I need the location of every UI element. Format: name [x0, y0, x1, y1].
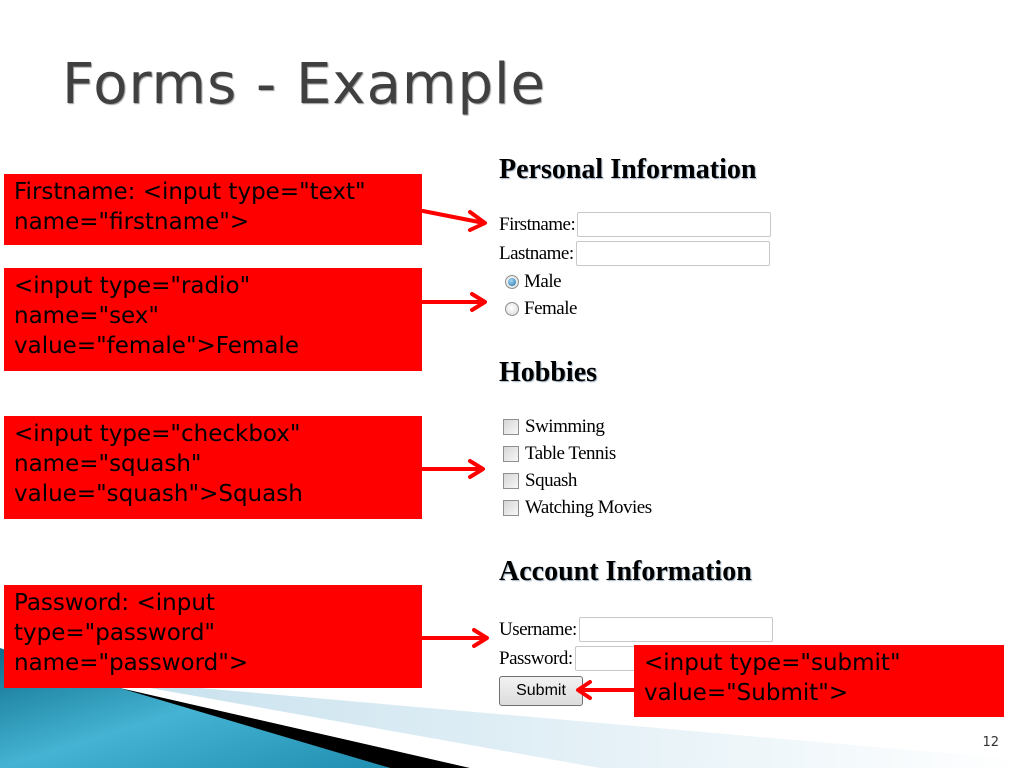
- callout-checkbox-input: <input type="checkbox" name="squash" val…: [4, 416, 422, 519]
- personal-info-section: Personal Information Firstname: Lastname…: [499, 154, 772, 322]
- username-input[interactable]: [578, 617, 773, 642]
- radio-female[interactable]: [505, 301, 519, 316]
- account-info-section: Account Information: [499, 556, 752, 647]
- checkbox-label-table-tennis: Table Tennis: [525, 442, 616, 464]
- arrow-to-radio: [421, 292, 487, 312]
- checkbox-label-watching-movies: Watching Movies: [525, 496, 652, 518]
- username-row: Username:: [499, 615, 773, 644]
- callout-radio-input: <input type="radio" name="sex" value="fe…: [4, 268, 422, 371]
- lastname-input[interactable]: [575, 241, 770, 266]
- checkbox-swimming[interactable]: [503, 418, 519, 435]
- checkbox-label-swimming: Swimming: [525, 415, 605, 437]
- radio-label-female: Female: [524, 297, 577, 319]
- gender-option-female[interactable]: Female: [499, 295, 771, 322]
- hobby-option-table-tennis[interactable]: Table Tennis: [499, 440, 652, 467]
- radio-label-male: Male: [524, 270, 562, 292]
- callout-submit-input: <input type="submit" value="Submit">: [634, 645, 1004, 717]
- callout-text-input: Firstname: <input type="text" name="firs…: [4, 174, 422, 245]
- hobbies-section: Hobbies Swimming Table Tennis Squash Wat…: [499, 357, 652, 521]
- account-info-heading: Account Information: [499, 556, 752, 587]
- checkbox-squash[interactable]: [503, 472, 519, 489]
- firstname-input[interactable]: [577, 212, 772, 237]
- lastname-label: Lastname:: [499, 242, 574, 264]
- firstname-row: Firstname:: [499, 210, 772, 239]
- arrow-to-password: [421, 628, 489, 648]
- lastname-row: Lastname:: [499, 239, 771, 268]
- submit-button[interactable]: Submit: [499, 676, 583, 706]
- checkbox-label-squash: Squash: [525, 469, 577, 491]
- hobby-option-swimming[interactable]: Swimming: [499, 413, 652, 440]
- username-label: Username:: [499, 618, 577, 640]
- checkbox-watching-movies[interactable]: [503, 499, 519, 516]
- hobby-option-watching-movies[interactable]: Watching Movies: [499, 494, 652, 521]
- personal-info-heading: Personal Information: [499, 154, 757, 185]
- slide-title: Forms - Example: [62, 52, 546, 117]
- gender-option-male[interactable]: Male: [499, 268, 771, 295]
- password-label: Password:: [499, 647, 573, 669]
- checkbox-table-tennis[interactable]: [503, 445, 519, 462]
- radio-male[interactable]: [505, 274, 519, 289]
- hobbies-heading: Hobbies: [499, 357, 598, 388]
- page-number: 12: [982, 735, 999, 750]
- arrow-to-firstname: [421, 209, 487, 232]
- hobby-option-squash[interactable]: Squash: [499, 467, 652, 494]
- arrow-to-checkbox: [421, 459, 485, 479]
- firstname-label: Firstname:: [499, 213, 576, 235]
- callout-password-input: Password: <input type="password" name="p…: [4, 585, 422, 688]
